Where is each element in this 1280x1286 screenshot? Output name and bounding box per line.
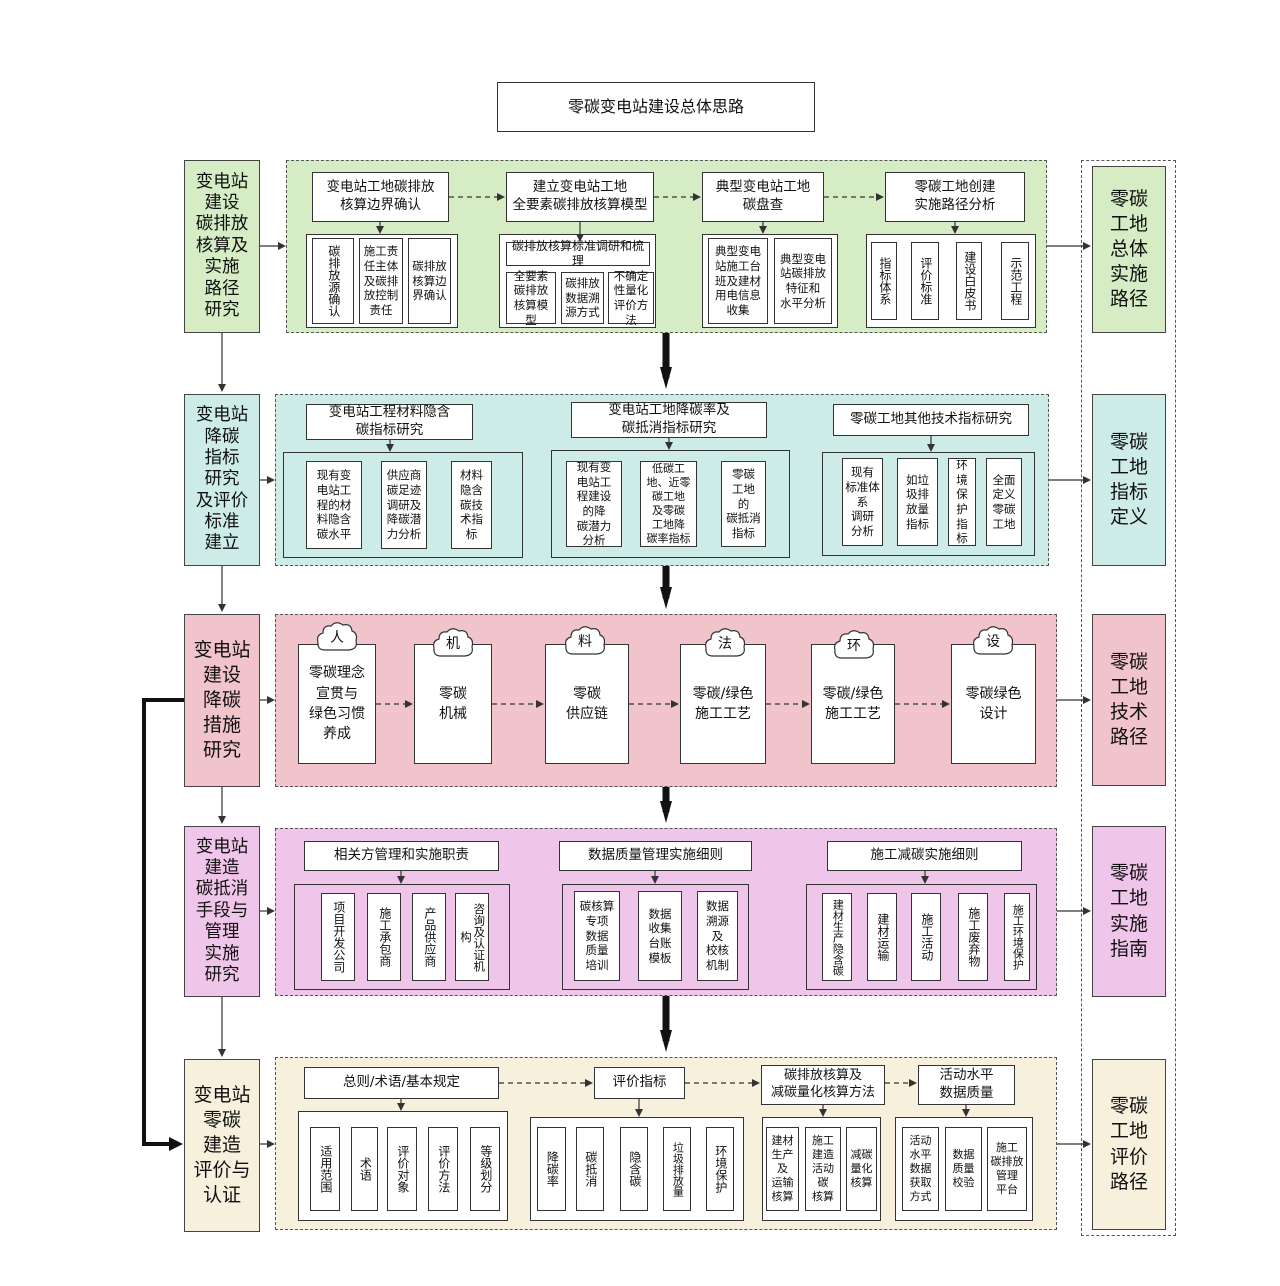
row3-item-2: 零碳 机械 [414, 644, 492, 764]
row5-item: 数据 质量 校验 [945, 1127, 982, 1211]
row5-item: 活动 水平 数据 获取 方式 [902, 1127, 939, 1211]
row1-item: 碳排放 数据溯 源方式 [561, 272, 604, 324]
row2-item: 零碳 工地 的 碳抵消 指标 [721, 461, 766, 547]
row2-item: 如垃 圾排 放量 指标 [897, 458, 938, 546]
row4-item: 咨询及认证机构 [455, 893, 489, 981]
row4-item: 建材运输 [867, 893, 897, 981]
row5-header-2: 评价指标 [594, 1067, 685, 1099]
row4-left-label: 变电站 建造 碳抵消 手段与 管理 实施 研究 [184, 826, 260, 997]
row4-item: 建材生产隐含碳 [822, 893, 852, 981]
row5-item: 施工 建造 活动 碳 核算 [805, 1127, 841, 1211]
row1-header-1: 变电站工地碳排放 核算边界确认 [312, 172, 449, 222]
row1-item: 典型变电 站碳排放 特征和 水平分析 [774, 238, 832, 324]
cloud-icon: 料 [563, 624, 607, 658]
row1-item: 指标体系 [871, 242, 897, 320]
row5-header-1: 总则/术语/基本规定 [304, 1067, 499, 1099]
row1-item: 典型变电 站施工台 班及建材 用电信息 收集 [708, 238, 768, 324]
row5-item: 减碳 量化 核算 [846, 1127, 877, 1211]
row5-header-4: 活动水平 数据质量 [918, 1065, 1015, 1105]
cloud-icon: 法 [703, 626, 747, 660]
row5-item: 等级划分 [470, 1127, 500, 1211]
row2-item: 低碳工 地、近零 碳工地 及零碳 工地降 碳率指标 [640, 461, 697, 547]
row5-item: 施工 碳排放 管理 平台 [987, 1127, 1027, 1211]
row4-item: 施工环境保护 [1004, 893, 1030, 981]
row2-item: 现有变 电站工 程建设 的降 碳潜力 分析 [566, 460, 622, 547]
row4-group-1 [294, 884, 510, 990]
page-title: 零碳变电站建设总体思路 [497, 82, 815, 132]
row5-item: 评价对象 [387, 1127, 417, 1211]
row1-header-3: 典型变电站工地 碳盘查 [702, 172, 824, 222]
row2-item: 材料 隐含 碳技 术指 标 [451, 461, 492, 549]
right-dashed-frame [1081, 160, 1176, 1236]
row5-right-label: 零碳 工地 评价 路径 [1092, 1059, 1166, 1230]
row5-item: 降碳率 [537, 1127, 566, 1211]
row2-header-1: 变电站工程材料隐含 碳指标研究 [306, 404, 473, 440]
row2-group-3 [822, 452, 1035, 556]
row3-right-label: 零碳 工地 技术 路径 [1092, 614, 1166, 786]
row3-item-4: 零碳/绿色 施工工艺 [680, 644, 766, 764]
row4-item: 施工承包商 [367, 893, 401, 981]
row4-right-label: 零碳 工地 实施 指南 [1092, 826, 1166, 997]
row3-band [275, 614, 1057, 787]
row4-item: 碳核算 专项 数据 质量 培训 [574, 891, 620, 981]
row2-header-2: 变电站工地降碳率及 碳抵消指标研究 [571, 402, 767, 438]
row4-item: 项目开发公司 [321, 893, 355, 981]
row1-item: 示范工程 [1001, 242, 1029, 320]
row5-item: 建材 生产 及 运输 核算 [766, 1127, 799, 1211]
row1-header-4: 零碳工地创建 实施路径分析 [885, 172, 1025, 222]
row4-item: 产品供应商 [412, 893, 446, 981]
row3-item-1: 零碳理念 宣贯与 绿色习惯 养成 [298, 644, 376, 764]
row4-item: 数据 收集 台账 模板 [638, 891, 682, 981]
row3-left-label: 变电站 建设 降碳 措施 研究 [184, 614, 260, 787]
row1-header-2: 建立变电站工地 全要素碳排放核算模型 [506, 172, 654, 222]
row5-item: 适用范围 [310, 1127, 340, 1211]
row3-item-6: 零碳绿色 设计 [951, 644, 1036, 764]
cloud-icon: 人 [315, 620, 359, 654]
row1-subtitle: 碳排放核算标准调研和梳理 [506, 239, 650, 268]
row5-item: 术语 [351, 1127, 378, 1211]
row4-header-1: 相关方管理和实施职责 [304, 841, 499, 871]
row4-item: 施工活动 [911, 893, 941, 981]
row4-group-3 [806, 884, 1037, 990]
cloud-icon: 机 [431, 626, 475, 660]
row5-item: 环境保护 [706, 1127, 734, 1211]
row1-item: 施工责 任主体 及碳排 放控制 责任 [359, 238, 403, 324]
row5-item: 垃圾排放量 [663, 1127, 691, 1211]
row1-item: 碳排放源确认 [312, 238, 354, 324]
row2-left-label: 变电站 降碳 指标 研究 及评价 标准 建立 [184, 394, 260, 566]
row2-item: 现有 标准体系 调研 分析 [842, 458, 883, 546]
row4-item: 数据 溯源 及 校核 机制 [697, 891, 738, 981]
row2-right-label: 零碳 工地 指标 定义 [1092, 394, 1166, 566]
row2-item: 供应商 碳足迹 调研及 降碳潜 力分析 [381, 461, 427, 549]
row5-header-3: 碳排放核算及 减碳量化核算方法 [761, 1065, 885, 1105]
row3-item-3: 零碳 供应链 [545, 644, 629, 764]
row1-item: 碳排放 核算边 界确认 [408, 238, 451, 324]
row2-group-2 [551, 450, 790, 558]
row4-group-2 [562, 884, 749, 990]
cloud-icon: 环 [832, 628, 876, 662]
row2-item: 环境 保护 指标 [948, 458, 976, 546]
row1-left-label: 变电站 建设 碳排放 核算及 实施 路径 研究 [184, 160, 260, 333]
row1-right-label: 零碳 工地 总体 实施 路径 [1092, 166, 1166, 333]
row5-item: 评价方法 [428, 1127, 458, 1211]
row4-header-2: 数据质量管理实施细则 [559, 841, 752, 871]
row5-left-label: 变电站 零碳 建造 评价与 认证 [184, 1059, 260, 1232]
row2-group-1 [283, 452, 523, 558]
row1-item: 不确定 性量化 评价方法 [608, 269, 654, 327]
row4-header-3: 施工减碳实施细则 [827, 841, 1022, 871]
cloud-icon: 设 [971, 624, 1015, 658]
row1-item: 评价标准 [911, 242, 939, 320]
row5-item: 隐含碳 [620, 1127, 648, 1211]
row1-item: 建设白皮书 [956, 242, 982, 320]
row5-item: 碳抵消 [576, 1127, 604, 1211]
row2-item: 全面 定义 零碳 工地 [986, 458, 1022, 546]
row1-item: 全要素 碳排放 核算模型 [506, 269, 556, 327]
row2-header-3: 零碳工地其他技术指标研究 [833, 404, 1029, 436]
row3-item-5: 零碳/绿色 施工工艺 [811, 644, 895, 764]
row4-item: 施工废弃物 [958, 893, 988, 981]
row2-item: 现有变 电站工 程的材 料隐含 碳水平 [306, 461, 362, 549]
